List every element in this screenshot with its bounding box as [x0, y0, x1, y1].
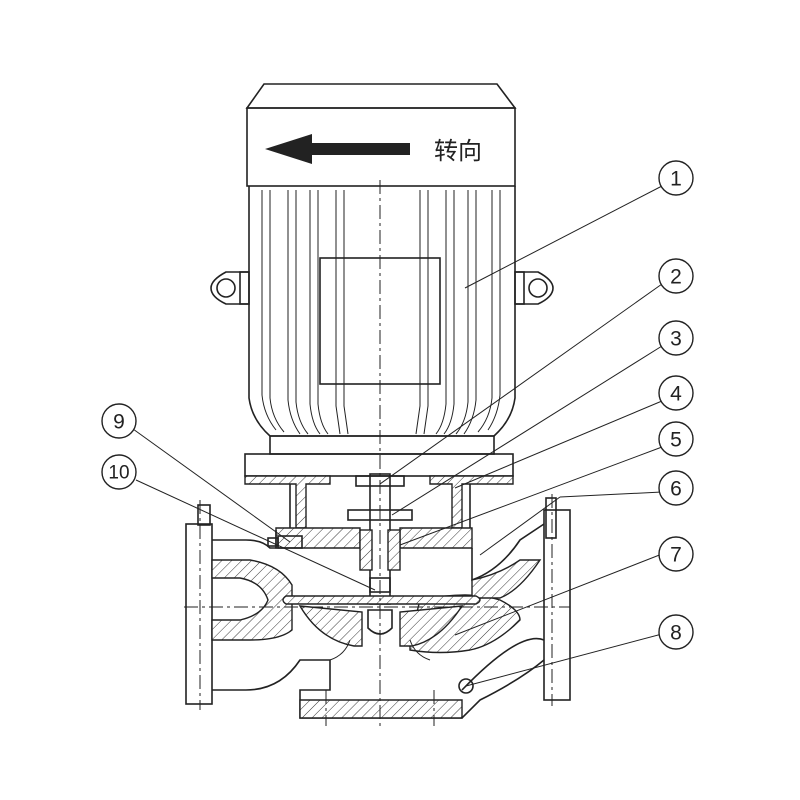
lifting-eye-left — [210, 271, 250, 305]
centerlines — [184, 180, 570, 730]
callout-1: 1 — [658, 160, 694, 196]
callout-2: 2 — [658, 258, 694, 294]
leader-10 — [135, 479, 376, 591]
callouts: 1 2 3 4 5 6 7 8 — [101, 160, 694, 650]
bracket-left-hatch — [244, 475, 331, 529]
callout-label: 9 — [113, 411, 125, 434]
callout-label: 5 — [670, 429, 682, 452]
impeller-right — [399, 605, 464, 647]
leader-8 — [465, 633, 663, 687]
leader-5 — [399, 446, 663, 546]
callout-label: 10 — [108, 463, 129, 484]
outlet-flange — [543, 509, 571, 701]
pump-bracket — [244, 473, 514, 635]
callout-label: 1 — [670, 168, 682, 191]
leader-lines — [132, 185, 663, 687]
impeller-plate — [282, 595, 481, 605]
seal-plate-left — [275, 527, 361, 549]
callout-label: 4 — [670, 383, 682, 406]
drain-plug — [458, 678, 474, 694]
motor-top-cover — [245, 83, 517, 109]
leader-2 — [379, 283, 663, 485]
callout-label: 2 — [670, 266, 682, 289]
mechanical-seal-left — [359, 529, 373, 571]
seal-plate-right — [399, 527, 473, 549]
inlet-flange — [185, 523, 213, 705]
callout-10: 10 — [101, 454, 137, 490]
outlet-passage-hatch — [471, 559, 542, 599]
leader-6a — [559, 491, 663, 498]
mechanical-seal-right — [387, 529, 401, 571]
lifting-eye-right — [514, 271, 554, 305]
pump-casing — [185, 497, 571, 719]
callout-4: 4 — [658, 375, 694, 411]
callout-3: 3 — [658, 320, 694, 356]
casing-inner-lines — [329, 639, 431, 661]
inlet-flange-bolt — [197, 504, 211, 526]
leader-6b — [479, 496, 561, 556]
callout-5: 5 — [658, 421, 694, 457]
outlet-flange-bolt — [545, 497, 557, 539]
leader-7 — [454, 553, 663, 636]
rotation-label: 转向 — [434, 137, 482, 165]
callout-6: 6 — [658, 470, 694, 506]
motor-cooling-fins — [261, 190, 501, 435]
impeller-left — [298, 605, 363, 647]
leader-3 — [391, 345, 663, 516]
callout-8: 8 — [658, 614, 694, 650]
callout-label: 7 — [670, 544, 682, 567]
motor-flange-ring — [269, 435, 495, 455]
impeller-nut — [367, 609, 393, 635]
leader-1 — [464, 185, 663, 289]
motor-fan-cover — [246, 107, 516, 187]
callout-9: 9 — [101, 403, 137, 439]
bracket-walls — [289, 484, 471, 530]
callout-label: 8 — [670, 622, 682, 645]
casing-outline — [212, 530, 545, 719]
pump-base — [299, 699, 463, 719]
motor: 转向 — [210, 83, 554, 477]
inlet-passage — [211, 559, 293, 641]
leader-9 — [132, 428, 291, 543]
casing-outlet-lower — [461, 637, 545, 691]
leader-4 — [454, 400, 663, 489]
motor-body — [248, 186, 516, 437]
callout-label: 3 — [670, 328, 682, 351]
left-arrow-icon — [265, 134, 410, 164]
callout-label: 6 — [670, 478, 682, 501]
vent-plug-head — [267, 537, 279, 547]
callout-7: 7 — [658, 536, 694, 572]
